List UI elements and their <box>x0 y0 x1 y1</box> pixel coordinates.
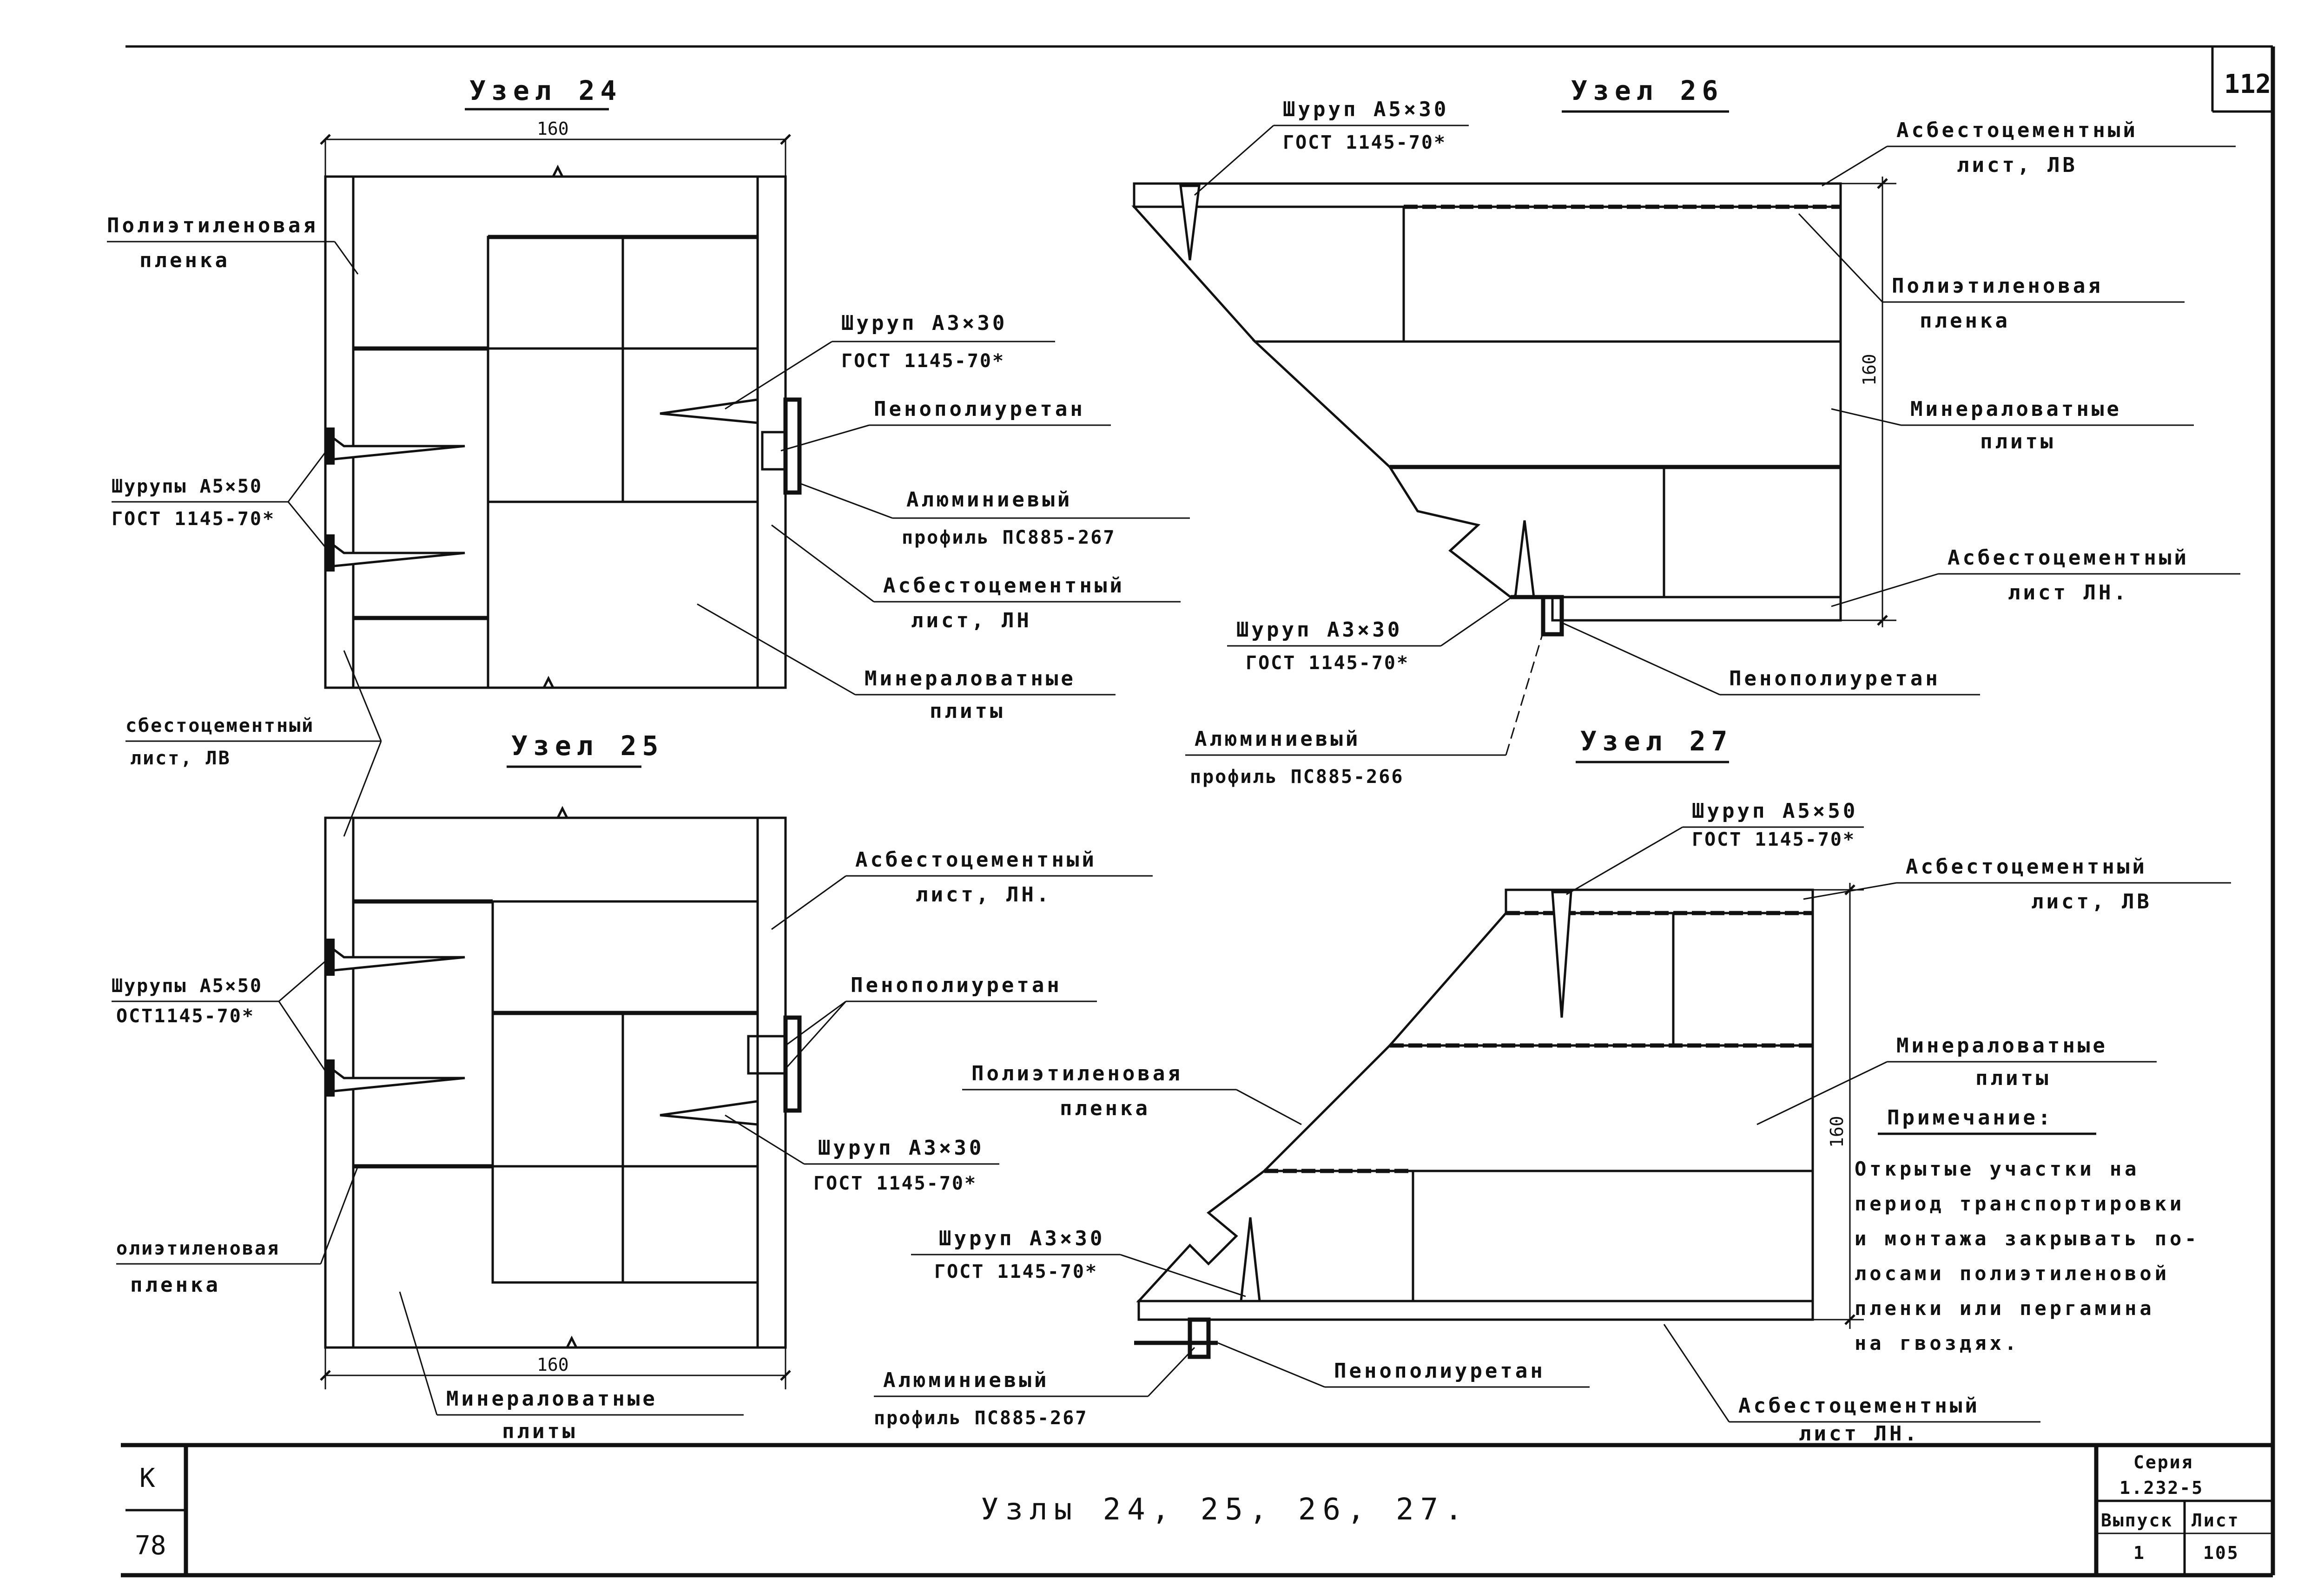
series-label: Серия <box>2133 1452 2193 1473</box>
n25-screws-label-2: ОСТ1145-70* <box>116 1006 255 1027</box>
node-27-title: Узел 27 <box>1580 725 1733 757</box>
n24-profile-label-1: Алюминиевый <box>906 488 1072 512</box>
shared-sheet-label-2: лист, ЛВ <box>130 748 231 769</box>
n26-screw-top-label-2: ГОСТ 1145-70* <box>1283 132 1446 153</box>
n26-screw-bot-label-2: ГОСТ 1145-70* <box>1246 652 1409 674</box>
note-line: период транспортировки <box>1855 1192 2185 1215</box>
n27-wool-label-2: плиты <box>1975 1066 2051 1090</box>
sheet-label: Лист <box>2192 1510 2240 1531</box>
left-mark-top: К <box>139 1463 155 1493</box>
n24-wool-label-2: плиты <box>930 699 1005 723</box>
note-line: пленки или пергамина <box>1855 1297 2155 1320</box>
n26-screw-bot-label-1: Шуруп А3×30 <box>1236 618 1402 642</box>
n26-sheet-bot-label-2: лист ЛН. <box>2008 581 2129 605</box>
n25-film-label-2: пленка <box>130 1273 221 1297</box>
node-27-dim: 160 <box>1827 1116 1847 1148</box>
n27-sheet-top-label-1: Асбестоцементный <box>1906 855 2147 879</box>
n26-sheet-top-label-2: лист, ЛВ <box>1957 153 2078 177</box>
n24-screw-label-1: Шуруп А3×30 <box>841 311 1007 335</box>
sheet-value: 105 <box>2203 1543 2239 1563</box>
n26-film-label-2: пленка <box>1920 309 2010 333</box>
node-27: Узел 27 160 Шуруп А5×50 ГОСТ 1145-70* Ас… <box>874 725 2231 1446</box>
n27-wool-label-1: Минераловатные <box>1896 1034 2108 1058</box>
n25-foam-label: Пенополиуретан <box>851 973 1062 997</box>
note-line: на гвоздях. <box>1855 1332 2020 1354</box>
n26-screw-top-label-1: Шуруп А5×30 <box>1283 98 1449 121</box>
n24-screws-label-1: Шурупы А5×50 <box>112 476 263 497</box>
n27-screw-bot-label-1: Шуруп А3×30 <box>939 1227 1105 1250</box>
sheet-frame <box>121 45 2275 1578</box>
n24-foam-label: Пенополиуретан <box>874 397 1085 421</box>
n27-screw-bot-label-2: ГОСТ 1145-70* <box>934 1261 1098 1282</box>
n24-profile-label-2: профиль ПС885-267 <box>902 527 1116 548</box>
n27-sheet-bot-label-2: лист ЛН. <box>1799 1422 1920 1446</box>
n26-profile-label-1: Алюминиевый <box>1195 727 1360 751</box>
n27-sheet-top-label-2: лист, ЛВ <box>2031 890 2152 914</box>
sheet-number: 112 <box>2224 69 2271 99</box>
node-24: Узел 24 160 Полиэтил <box>107 75 1190 837</box>
n25-screw-label-1: Шуруп А3×30 <box>818 1136 984 1160</box>
node-26: Узел 26 160 Шуруп А5×30 ГОСТ 1145-70* Ас… <box>1131 75 2240 788</box>
n26-profile-label-2: профиль ПС885-266 <box>1190 766 1404 788</box>
n25-wool-label-1: Минераловатные <box>446 1387 658 1411</box>
n25-sheet-label-2: лист, ЛН. <box>916 883 1051 907</box>
note-block: Примечание: Открытые участки на период т… <box>1855 1106 2200 1354</box>
n27-screw-top-label-2: ГОСТ 1145-70* <box>1692 829 1855 850</box>
issue-label: Выпуск <box>2101 1510 2173 1531</box>
n24-screw-label-2: ГОСТ 1145-70* <box>841 350 1005 372</box>
n27-profile-label-1: Алюминиевый <box>883 1368 1049 1392</box>
node-24-dim: 160 <box>537 118 569 139</box>
n26-foam-label: Пенополиуретан <box>1729 667 1941 690</box>
n24-sheet-label-1: Асбестоцементный <box>883 574 1125 598</box>
n26-sheet-top-label-1: Асбестоцементный <box>1896 118 2138 142</box>
n25-screw-label-2: ГОСТ 1145-70* <box>813 1173 977 1194</box>
note-line: и монтажа закрывать по- <box>1855 1227 2200 1250</box>
note-line: Открытые участки на <box>1855 1157 2139 1180</box>
n27-foam-label: Пенополиуретан <box>1334 1359 1545 1383</box>
node-26-title: Узел 26 <box>1571 75 1723 106</box>
n24-film-label-1: Полиэтиленовая <box>107 214 318 237</box>
n26-sheet-bot-label-1: Асбестоцементный <box>1948 546 2189 570</box>
shared-sheet-label-1: сбестоцементный <box>125 715 314 736</box>
n25-screws-label-1: Шурупы А5×50 <box>112 975 263 997</box>
node-25-dim: 160 <box>537 1354 569 1375</box>
node-24-title: Узел 24 <box>469 75 622 106</box>
title-block-title: Узлы 24, 25, 26, 27. <box>981 1492 1469 1527</box>
n25-film-label-1: олиэтиленовая <box>116 1238 280 1259</box>
n25-wool-label-2: плиты <box>502 1420 577 1443</box>
node-25: Узел 25 160 Асбестоцементный лист, ЛН. <box>112 730 1153 1443</box>
n25-sheet-label-1: Асбестоцементный <box>855 848 1097 872</box>
node-26-dim: 160 <box>1859 354 1880 386</box>
n24-screws-label-2: ГОСТ 1145-70* <box>112 508 275 530</box>
n24-film-label-2: пленка <box>139 249 230 272</box>
n27-film-label-2: пленка <box>1060 1097 1150 1120</box>
n24-wool-label-1: Минераловатные <box>865 667 1076 690</box>
n27-sheet-bot-label-1: Асбестоцементный <box>1738 1394 1980 1418</box>
n27-profile-label-2: профиль ПС885-267 <box>874 1407 1088 1429</box>
n24-sheet-label-2: лист, ЛН <box>911 609 1032 632</box>
title-block: Узлы 24, 25, 26, 27. К 78 Серия 1.232-5 … <box>135 1445 2273 1575</box>
n27-screw-top-label-1: Шуруп А5×50 <box>1692 799 1858 823</box>
n26-wool-label-2: плиты <box>1980 430 2055 454</box>
n26-wool-label-1: Минераловатные <box>1910 397 2122 421</box>
note-line: лосами полиэтиленовой <box>1855 1262 2170 1285</box>
note-heading: Примечание: <box>1887 1106 2053 1130</box>
n26-film-label-1: Полиэтиленовая <box>1892 274 2103 298</box>
node-25-title: Узел 25 <box>511 730 664 762</box>
n27-film-label-1: Полиэтиленовая <box>971 1062 1183 1085</box>
left-mark-bottom: 78 <box>135 1531 166 1561</box>
issue-value: 1 <box>2133 1543 2146 1563</box>
series-value: 1.232-5 <box>2119 1478 2204 1498</box>
